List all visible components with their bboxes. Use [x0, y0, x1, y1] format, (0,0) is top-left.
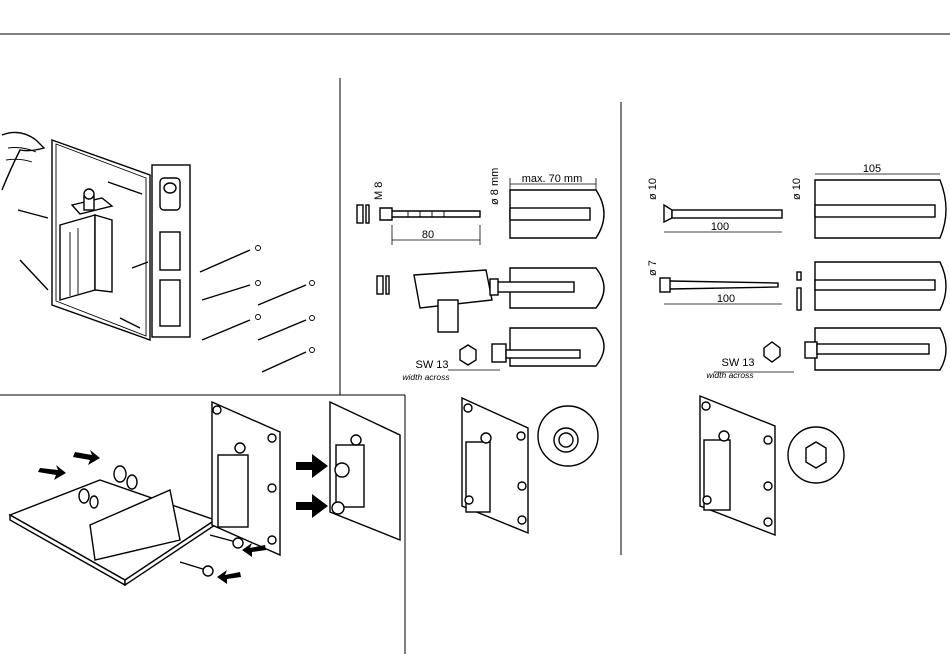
- bolt-wrench-sub: width across: [706, 370, 754, 380]
- bolt-length-label: 100: [711, 221, 729, 233]
- drill-bits: [200, 246, 315, 373]
- bolt-head-dia-label: ø 10: [647, 178, 659, 200]
- wrench-size-label: SW 13: [415, 359, 448, 371]
- hole-dia-label: ø 10: [791, 178, 803, 200]
- drill-depth-label: max. 70 mm: [522, 173, 583, 185]
- bolt-wrench-label: SW 13: [721, 357, 754, 369]
- wall-marking-illustration: [2, 132, 315, 372]
- drill-dia-label: ø 8 mm: [489, 168, 501, 205]
- wrench-sub-label: width across: [402, 372, 450, 382]
- plug-length-label: 80: [422, 229, 434, 241]
- screw-length-label: 100: [717, 293, 735, 305]
- bolt-anchor-panel: ø 10 100 ø 10 105 ø 7 100 SW 13 width ac…: [647, 163, 946, 535]
- thread-label: M 8: [373, 182, 385, 200]
- shelf-assembly-illustration: [10, 402, 400, 585]
- screw-dia-label: ø 7: [647, 260, 659, 276]
- hole-depth-label: 105: [863, 163, 881, 175]
